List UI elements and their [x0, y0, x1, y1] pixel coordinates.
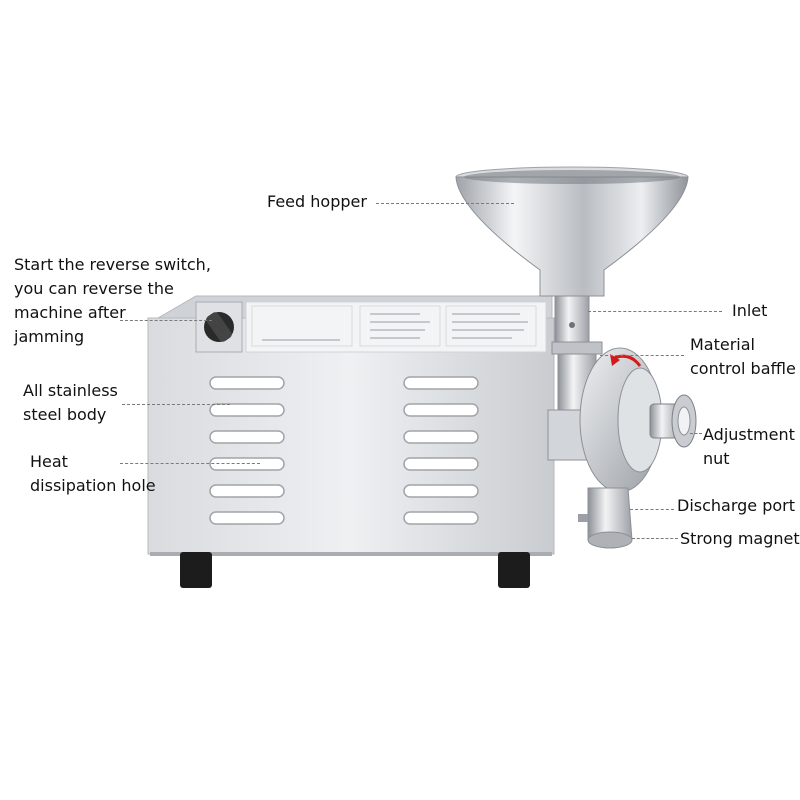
- leader-line-inlet: [588, 311, 722, 312]
- label-stainless-body-line-2: steel body: [23, 405, 107, 424]
- feet: [180, 552, 530, 588]
- label-reverse-switch-line-3: machine after: [14, 303, 126, 322]
- leader-line-reverse-switch: [120, 320, 212, 321]
- leader-line-baffle: [600, 355, 684, 356]
- leader-line-feed-hopper: [376, 203, 514, 204]
- nameplate: [245, 301, 547, 353]
- label-stainless-body-line-1: All stainless: [23, 381, 118, 400]
- vent-slots-left: [209, 376, 285, 525]
- label-discharge-port: Discharge port: [677, 496, 796, 515]
- label-reverse-switch-line-2: you can reverse the: [14, 279, 174, 298]
- label-reverse-switch-line-4: jamming: [14, 327, 85, 346]
- feed-hopper: [455, 166, 689, 343]
- label-baffle-line-2: control baffle: [690, 359, 796, 378]
- leader-line-heat-hole: [120, 463, 260, 464]
- leader-line-adjustment-nut: [690, 433, 702, 434]
- leader-line-stainless-body: [122, 404, 230, 405]
- label-adjustment-line-2: nut: [703, 449, 730, 468]
- leader-line-strong-magnet: [632, 538, 678, 539]
- label-reverse-switch-line-1: Start the reverse switch,: [14, 255, 211, 274]
- label-baffle-line-1: Material: [690, 335, 755, 354]
- label-strong-magnet: Strong magnet: [680, 529, 800, 548]
- grinding-chamber: [547, 347, 697, 493]
- leader-line-discharge-port: [630, 509, 674, 510]
- reverse-switch: [195, 301, 243, 353]
- label-inlet: Inlet: [732, 301, 768, 320]
- vent-slots-right: [403, 376, 479, 525]
- label-feed-hopper: Feed hopper: [267, 192, 367, 211]
- label-adjustment-line-1: Adjustment: [703, 425, 795, 444]
- label-heat-hole-line-1: Heat: [30, 452, 68, 471]
- discharge-port: [578, 487, 633, 549]
- label-heat-hole-line-2: dissipation hole: [30, 476, 156, 495]
